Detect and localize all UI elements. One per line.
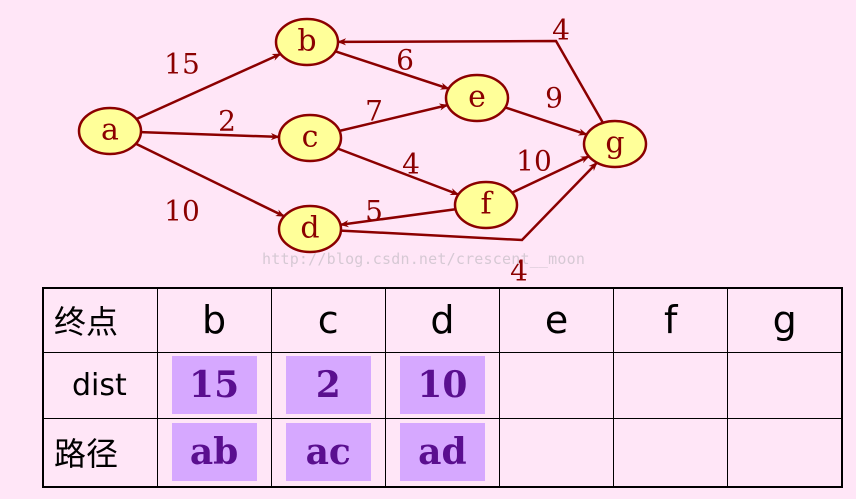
col-header-e: e: [498, 287, 615, 353]
path-value-c: ac: [285, 423, 371, 482]
dist-label: dist: [42, 351, 158, 419]
path-cell-f: [613, 417, 729, 488]
path-cell-c: ac: [270, 417, 386, 488]
edge-g-b: [337, 38, 604, 124]
path-cell-g: [727, 417, 843, 488]
col-header-c: c: [270, 287, 386, 353]
edge-a-c: [140, 130, 280, 141]
col-header-b: b: [156, 287, 272, 353]
edge-d-g: [340, 161, 598, 242]
edge-weight-c-f: 4: [402, 148, 420, 181]
edge-weight-a-b: 15: [164, 48, 200, 81]
node-label-c: c: [302, 120, 319, 155]
edge-weight-b-e: 6: [396, 44, 414, 77]
edge-f-d: [339, 207, 456, 228]
dist-value-c: 2: [285, 356, 371, 414]
dist-cell-d: 10: [384, 351, 500, 419]
edge-weight-g-b: 4: [552, 14, 570, 47]
node-label-d: d: [300, 211, 319, 246]
path-cell-d: ad: [384, 417, 500, 488]
edge-weight-a-d: 10: [164, 195, 200, 228]
dist-value-b: 15: [171, 356, 257, 414]
edge-weight-a-c: 2: [218, 105, 236, 138]
node-e: [444, 73, 510, 123]
col-header-g: g: [727, 287, 843, 353]
edge-weight-d-g: 4: [510, 255, 528, 286]
node-f: [453, 180, 519, 230]
edge-a-b: [135, 52, 282, 121]
edge-weight-f-d: 5: [365, 195, 383, 228]
edge-weight-f-g: 10: [516, 145, 552, 178]
edge-f-g: [511, 155, 590, 194]
edge-a-d: [135, 142, 285, 218]
header-label: 终点: [42, 287, 158, 353]
edge-c-e: [339, 103, 449, 133]
dist-cell-f: [613, 351, 729, 419]
node-label-b: b: [297, 24, 316, 59]
edge-c-f: [337, 147, 460, 196]
dist-cell-g: [727, 351, 843, 419]
path-value-d: ad: [399, 423, 485, 482]
dist-row: dist 15 2 10: [42, 351, 843, 419]
path-cell-b: ab: [156, 417, 272, 488]
dist-cell-c: 2: [270, 351, 386, 419]
edge-b-e: [334, 50, 450, 90]
watermark: http://blog.csdn.net/crescent__moon: [262, 250, 586, 268]
node-g: [582, 119, 648, 169]
distance-table: 终点 b c d e f g dist 15 2 10 路径 ab ac ad: [42, 287, 843, 488]
path-label: 路径: [42, 417, 158, 488]
edge-weight-c-e: 7: [365, 95, 383, 128]
col-header-f: f: [613, 287, 729, 353]
dist-cell-e: [498, 351, 615, 419]
node-label-e: e: [468, 80, 486, 115]
edge-e-g: [504, 106, 588, 136]
node-c: [277, 113, 343, 163]
node-a: [77, 106, 143, 156]
dist-cell-b: 15: [156, 351, 272, 419]
header-row: 终点 b c d e f g: [42, 287, 843, 353]
dist-value-d: 10: [399, 356, 485, 414]
node-d: [277, 204, 343, 254]
path-value-b: ab: [171, 423, 257, 482]
node-b: [274, 17, 340, 67]
col-header-d: d: [384, 287, 500, 353]
path-cell-e: [498, 417, 615, 488]
path-row: 路径 ab ac ad: [42, 417, 843, 488]
node-label-f: f: [480, 187, 493, 222]
node-label-g: g: [605, 126, 624, 161]
edge-weight-e-g: 9: [545, 82, 563, 115]
node-label-a: a: [101, 113, 119, 148]
